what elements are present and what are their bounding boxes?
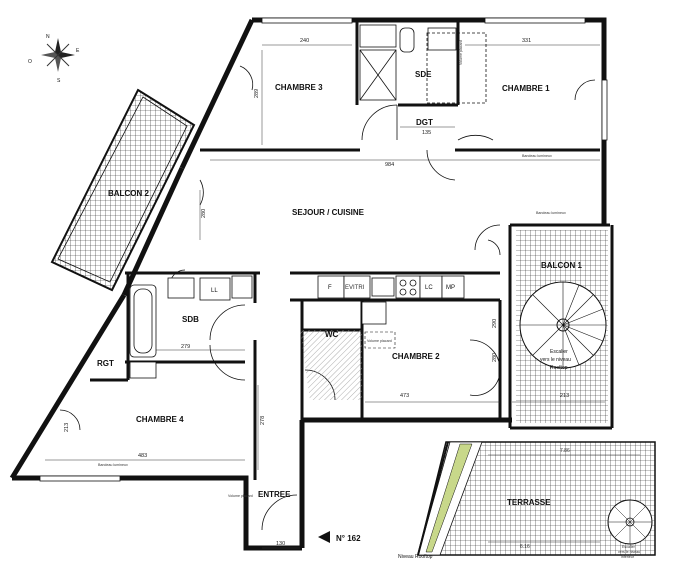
room-wc: WC xyxy=(325,330,339,339)
dim-290: 290 xyxy=(492,319,498,328)
balcon-1-area xyxy=(516,230,608,423)
note-volume-sde: Volume placard xyxy=(459,40,463,65)
note-escalier-3: Rooftop xyxy=(550,365,568,371)
compass-n: N xyxy=(46,34,50,40)
terrasse-area xyxy=(417,441,656,556)
dim-240: 240 xyxy=(300,38,309,44)
dim-473: 473 xyxy=(400,393,409,399)
dim-130: 130 xyxy=(276,541,285,547)
windows xyxy=(39,17,608,482)
lot-marker: N° 162 xyxy=(318,531,361,543)
room-terrasse: TERRASSE xyxy=(507,498,551,507)
entry-arrow-icon xyxy=(318,531,330,543)
dim-289: 289 xyxy=(254,89,260,98)
dim-483: 483 xyxy=(138,453,147,459)
kitchen-evitri: EVITRI xyxy=(345,285,365,291)
note-bandeau-2: Bandeau lumineux xyxy=(98,463,128,467)
dim-331: 331 xyxy=(522,38,531,44)
dim-280: 280 xyxy=(201,209,207,218)
note-bandeau-1: Bandeau lumineux xyxy=(522,154,552,158)
compass-o: O xyxy=(28,59,32,65)
note-escalier-small-2: vers le niveau xyxy=(618,550,640,554)
dim-786: 7.86 xyxy=(560,448,570,454)
lot-number: N° 162 xyxy=(336,534,361,543)
room-balcon-1: BALCON 1 xyxy=(541,261,582,270)
note-escalier-small-1: Escalier xyxy=(622,545,636,549)
compass-rose-icon: N E O S xyxy=(28,34,80,84)
balcon-2-area xyxy=(50,88,196,292)
kitchen-f: F xyxy=(328,285,332,291)
wc-area xyxy=(300,301,396,400)
room-dgt: DGT xyxy=(416,118,433,127)
door-swings xyxy=(59,65,596,531)
room-chambre-2: CHAMBRE 2 xyxy=(392,352,440,361)
note-escalier-1: Escalier xyxy=(550,349,568,355)
dim-984: 984 xyxy=(385,162,394,168)
room-entree: ENTREE xyxy=(258,490,291,499)
dim-278: 278 xyxy=(260,416,266,425)
note-escalier-small-3: inferieur xyxy=(621,555,635,559)
sde-fixtures xyxy=(359,24,487,104)
compass-s: S xyxy=(57,78,61,84)
room-balcon-2: BALCON 2 xyxy=(108,189,149,198)
note-bandeau-3: Bandeau lumineux xyxy=(536,211,566,215)
room-sde: SDE xyxy=(415,70,432,79)
room-sdb: SDB xyxy=(182,315,199,324)
room-sejour-cuisine: SEJOUR / CUISINE xyxy=(292,208,365,217)
sdb-fixtures xyxy=(129,275,253,379)
dim-213b: 213 xyxy=(64,423,70,432)
dim-280b: 280 xyxy=(492,353,498,362)
note-niveau-rooftop: Niveau Rooftop xyxy=(398,554,433,560)
dimension-lines xyxy=(45,44,605,549)
room-chambre-1: CHAMBRE 1 xyxy=(502,84,550,93)
note-escalier-2: vers le niveau xyxy=(540,357,571,363)
kitchen-counter xyxy=(317,275,465,299)
note-volume-wc: Volume placard xyxy=(367,339,392,343)
dim-279: 279 xyxy=(181,344,190,350)
dim-616: 6.16 xyxy=(520,544,530,550)
kitchen-lc: LC xyxy=(425,285,433,291)
room-chambre-3: CHAMBRE 3 xyxy=(275,83,323,92)
room-rgt: RGT xyxy=(97,359,114,368)
note-volume-entree: Volume placard xyxy=(228,494,253,498)
room-ll: LL xyxy=(211,288,218,294)
dim-135: 135 xyxy=(422,130,431,136)
kitchen-mp: MP xyxy=(446,285,455,291)
compass-e: E xyxy=(76,48,80,54)
room-chambre-4: CHAMBRE 4 xyxy=(136,415,184,424)
